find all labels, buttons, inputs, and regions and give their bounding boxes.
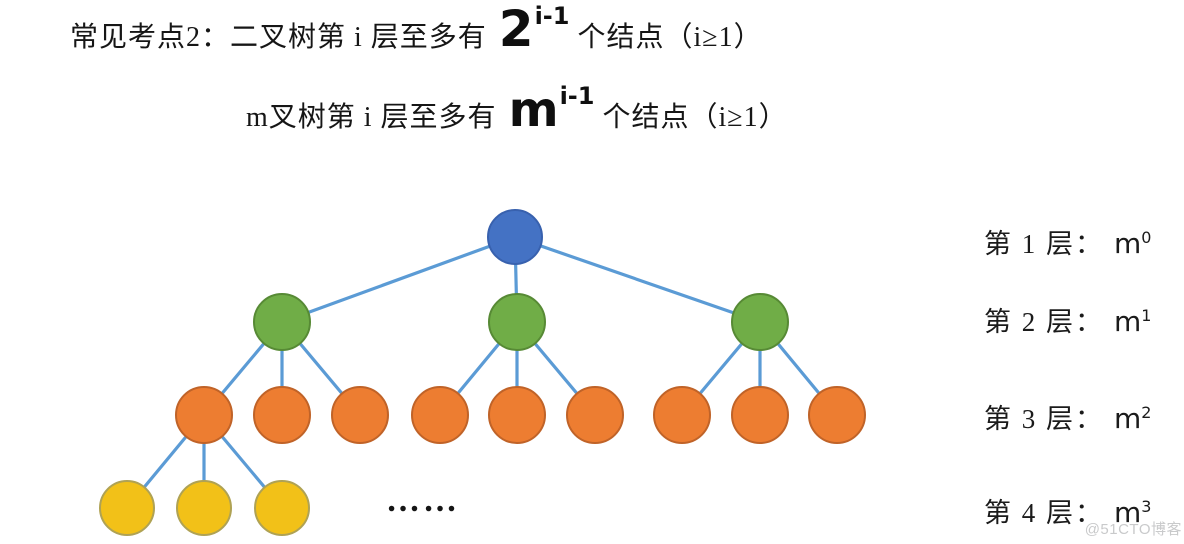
tree-node-o4-level-3 <box>411 386 469 444</box>
tree-node-y1-level-4 <box>99 480 155 536</box>
title1-suffix: 个结点（i≥1） <box>577 22 763 53</box>
tree-node-g1-level-2 <box>253 293 311 351</box>
tree-node-y3-level-4 <box>254 480 310 536</box>
title2-exponent: i-1 <box>559 82 595 110</box>
level-1-text: 第 1 层： <box>984 229 1104 259</box>
tree-node-g2-level-2 <box>488 293 546 351</box>
tree-node-g3-level-2 <box>731 293 789 351</box>
title1-exponent: i-1 <box>534 2 570 30</box>
tree-node-o5-level-3 <box>488 386 546 444</box>
continuation-ellipsis: …… <box>386 482 460 519</box>
tree-node-o8-level-3 <box>731 386 789 444</box>
title1-prefix: 常见考点2：二叉树第 i 层至多有 <box>70 22 487 53</box>
level-3-count: m2 <box>1114 405 1151 433</box>
level-4-exponent: 3 <box>1141 497 1152 516</box>
tree-node-o1-level-3 <box>175 386 233 444</box>
level-3-text: 第 3 层： <box>984 404 1104 434</box>
level-label-1: 第 1 层： m0 <box>984 222 1151 261</box>
level-2-exponent: 1 <box>1141 306 1152 325</box>
level-1-exponent: 0 <box>1141 228 1152 247</box>
title1-base: 2 <box>498 0 534 58</box>
title-line-2: m叉树第 i 层至多有 mi-1 个结点（i≥1） <box>246 84 788 135</box>
level-2-base: m <box>1114 305 1142 338</box>
title2-base: m <box>508 82 559 138</box>
tree-node-o6-level-3 <box>566 386 624 444</box>
tree-node-o3-level-3 <box>331 386 389 444</box>
level-4-count: m3 <box>1114 499 1151 527</box>
tree-node-o2-level-3 <box>253 386 311 444</box>
level-3-base: m <box>1114 402 1142 435</box>
title-line-1: 常见考点2：二叉树第 i 层至多有 2i-1 个结点（i≥1） <box>70 4 763 55</box>
level-label-3: 第 3 层： m2 <box>984 397 1151 436</box>
title2-power-expression: mi-1 <box>509 84 595 134</box>
level-3-exponent: 2 <box>1141 403 1152 422</box>
level-label-2: 第 2 层： m1 <box>984 300 1151 339</box>
tree-node-root-level-1 <box>487 209 543 265</box>
tree-node-o7-level-3 <box>653 386 711 444</box>
level-4-base: m <box>1114 496 1142 529</box>
level-2-count: m1 <box>1114 308 1151 336</box>
title2-suffix: 个结点（i≥1） <box>602 102 788 133</box>
level-1-count: m0 <box>1114 230 1151 258</box>
title2-prefix: m叉树第 i 层至多有 <box>246 102 497 133</box>
level-4-text: 第 4 层： <box>984 498 1104 528</box>
tree-node-y2-level-4 <box>176 480 232 536</box>
title1-power-expression: 2i-1 <box>499 4 570 54</box>
level-label-4: 第 4 层： m3 <box>984 491 1151 530</box>
watermark: @51CTO博客 <box>1084 521 1182 538</box>
level-1-base: m <box>1114 227 1142 260</box>
tree-node-o9-level-3 <box>808 386 866 444</box>
tree-edge-root-g1 <box>280 235 517 324</box>
level-2-text: 第 2 层： <box>984 307 1104 337</box>
tree-edge-root-g3 <box>513 235 762 324</box>
